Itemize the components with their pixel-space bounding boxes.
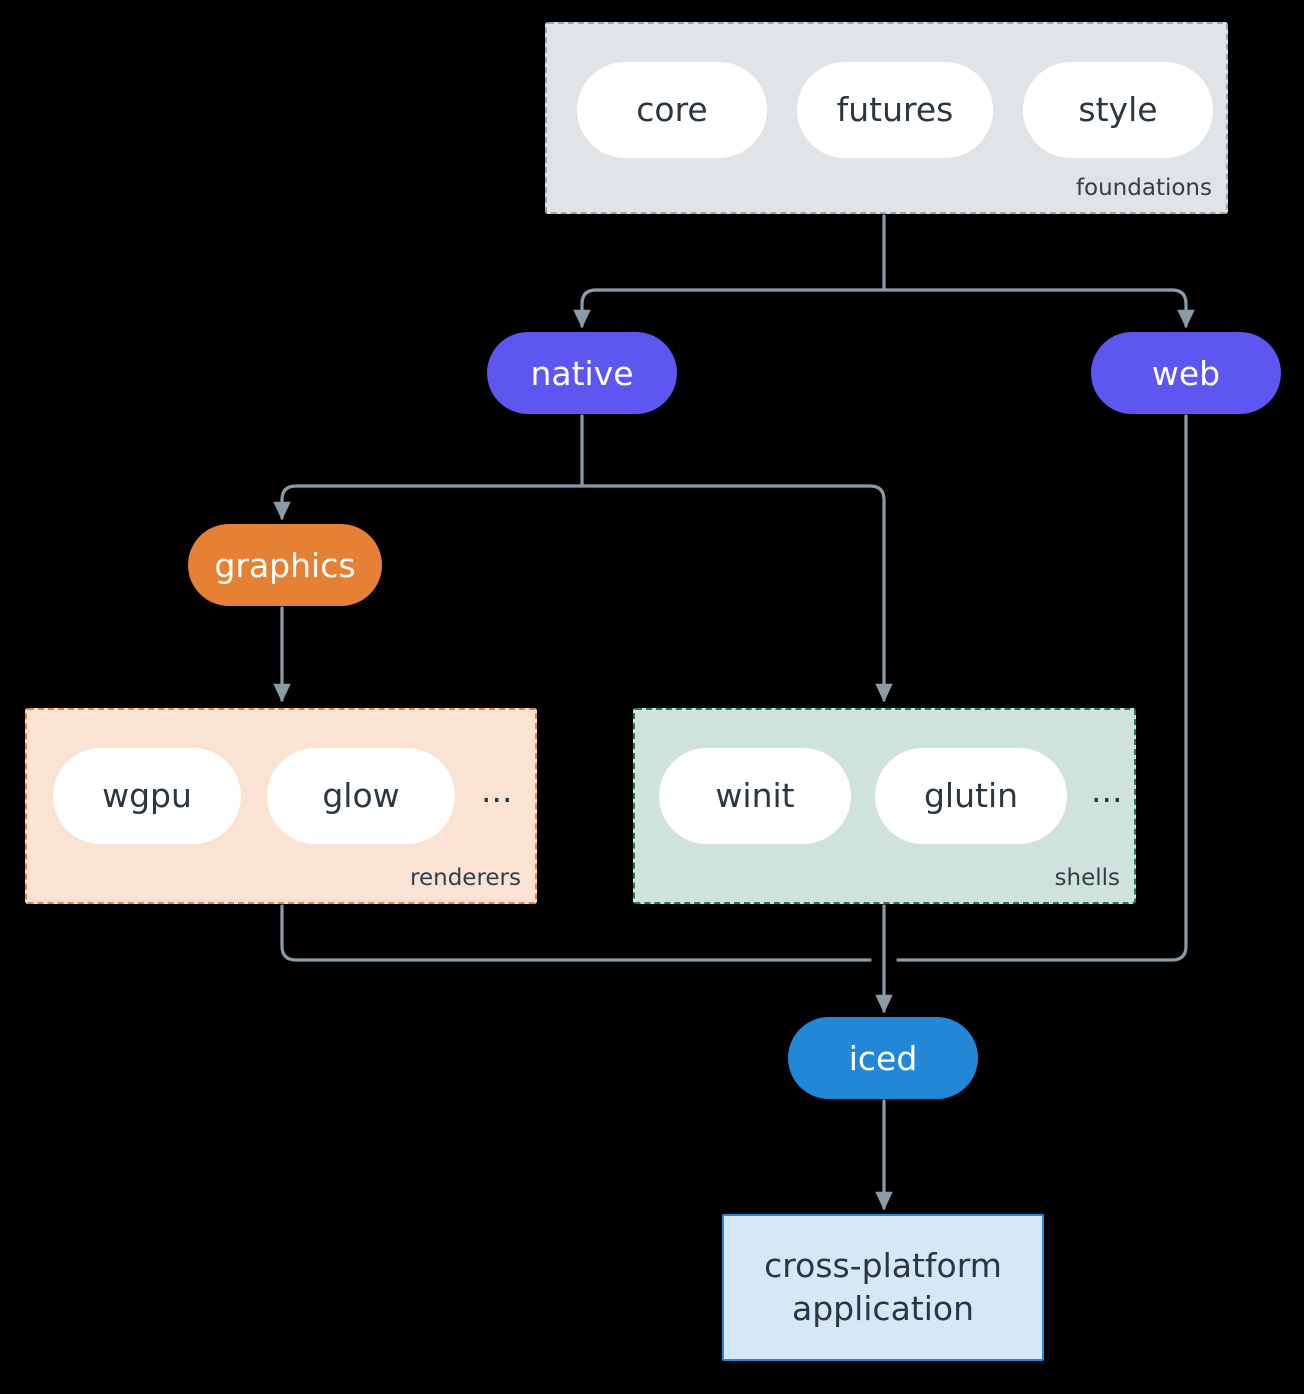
edge-foundations-to-native (573, 288, 886, 329)
node-web[interactable]: web (1091, 332, 1281, 414)
edge-native-to-shells (580, 484, 893, 703)
cluster-foundations-body: core futures style (547, 24, 1226, 177)
node-style[interactable]: style (1023, 61, 1213, 158)
cluster-shells-body: winit glutin ... (635, 710, 1134, 867)
node-cross-platform-application[interactable]: cross-platform application (722, 1214, 1044, 1361)
edge-renderers-to-iced (280, 904, 872, 962)
application-label-line1: cross-platform (764, 1246, 1002, 1286)
edge-native-to-graphics (273, 484, 584, 521)
edge-foundations-to-web (882, 288, 1195, 329)
cluster-shells-label: shells (1054, 865, 1120, 891)
renderers-more-ellipsis: ... (481, 771, 513, 810)
application-label-line2: application (791, 1288, 975, 1328)
cluster-renderers-body: wgpu glow ... (27, 710, 535, 867)
cluster-renderers: wgpu glow ... renderers (25, 708, 537, 904)
shells-more-ellipsis: ... (1091, 771, 1123, 810)
node-native[interactable]: native (487, 332, 677, 414)
cluster-shells: winit glutin ... shells (633, 708, 1136, 904)
node-core[interactable]: core (577, 61, 767, 158)
node-glutin[interactable]: glutin (875, 747, 1067, 844)
cluster-renderers-label: renderers (410, 865, 521, 891)
node-graphics[interactable]: graphics (188, 524, 382, 606)
cluster-foundations-label: foundations (1075, 175, 1212, 201)
node-futures[interactable]: futures (797, 61, 993, 158)
node-wgpu[interactable]: wgpu (53, 747, 241, 844)
node-glow[interactable]: glow (267, 747, 455, 844)
cluster-foundations: core futures style foundations (545, 22, 1228, 214)
node-iced[interactable]: iced (788, 1017, 978, 1099)
node-winit[interactable]: winit (659, 747, 851, 844)
